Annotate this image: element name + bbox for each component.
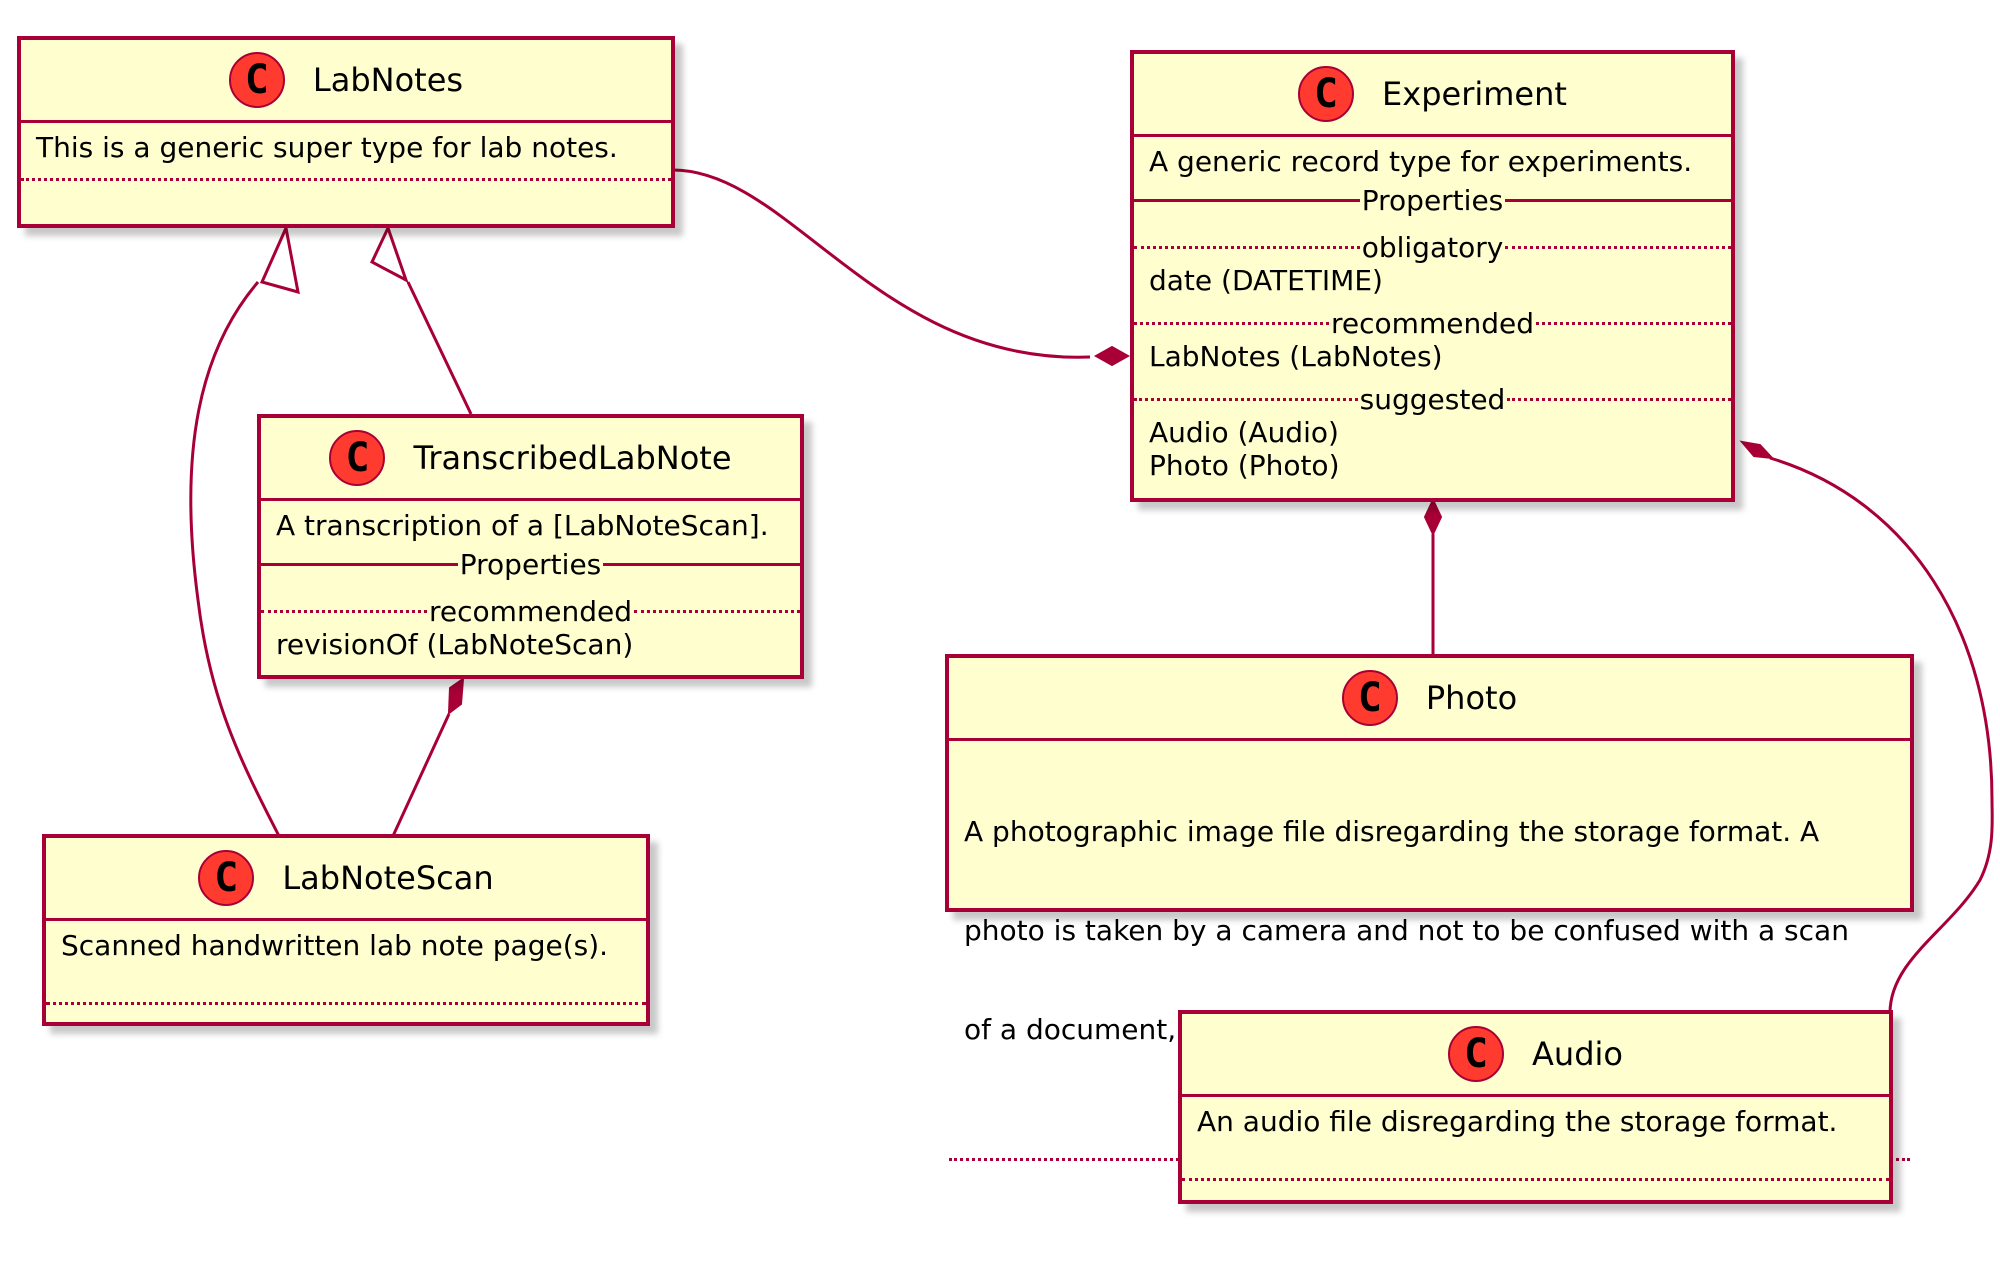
inheritance-arrow-transcribed <box>370 224 409 284</box>
inheritance-arrow-labnotescan <box>259 222 300 295</box>
edge-labnotes-experiment <box>672 168 1091 359</box>
composition-diamond-experiment-labnotes <box>1093 345 1131 367</box>
divider <box>1182 1178 1889 1201</box>
obligatory-separator: obligatory <box>1134 231 1731 264</box>
divider <box>21 178 671 201</box>
class-name: TranscribedLabNote <box>413 439 732 477</box>
class-header: C TranscribedLabNote <box>261 418 800 501</box>
properties-label: Properties <box>1361 184 1504 217</box>
class-description: A photographic image file disregarding t… <box>949 741 1910 1112</box>
class-header: C Photo <box>949 658 1910 741</box>
recommended-separator: recommended <box>261 595 801 628</box>
recommended-label: recommended <box>429 595 632 628</box>
class-experiment[interactable]: C Experiment A generic record type for e… <box>1130 50 1735 502</box>
property-revisionof: revisionOf (LabNoteScan) <box>276 628 634 661</box>
properties-separator: Properties <box>261 548 801 581</box>
class-c-icon: C <box>1341 670 1398 726</box>
composition-diamond-audio <box>1739 440 1775 460</box>
property-audio: Audio (Audio) <box>1149 416 1339 449</box>
class-c-icon: C <box>228 52 285 108</box>
property-photo: Photo (Photo) <box>1149 449 1340 482</box>
edge-transcribed-labnotes <box>406 281 473 415</box>
divider <box>46 1002 646 1025</box>
class-c-icon: C <box>1448 1026 1505 1082</box>
suggested-label: suggested <box>1359 383 1506 416</box>
class-description: A generic record type for experiments. <box>1149 145 1693 178</box>
class-description: Scanned handwritten lab note page(s). <box>61 929 609 962</box>
class-description: An audio file disregarding the storage f… <box>1197 1105 1838 1138</box>
class-audio[interactable]: C Audio An audio file disregarding the s… <box>1178 1010 1893 1204</box>
class-name: Audio <box>1532 1035 1623 1073</box>
recommended-separator: recommended <box>1134 307 1732 340</box>
obligatory-label: obligatory <box>1361 231 1504 264</box>
class-c-icon: C <box>1298 66 1355 122</box>
class-transcribedlabnote[interactable]: C TranscribedLabNote A transcription of … <box>257 414 804 679</box>
class-name: Photo <box>1425 679 1518 717</box>
suggested-separator: suggested <box>1134 383 1731 416</box>
description-line: A photographic image file disregarding t… <box>964 815 1820 848</box>
edge-audio-experiment <box>1769 456 1994 1014</box>
properties-label: Properties <box>459 548 602 581</box>
class-name: LabNoteScan <box>282 859 494 897</box>
edge-labnotescan-transcribed <box>391 713 451 837</box>
property-date: date (DATETIME) <box>1149 264 1383 297</box>
class-description: A transcription of a [LabNoteScan]. <box>276 509 769 542</box>
class-header: C LabNotes <box>21 40 671 123</box>
class-photo[interactable]: C Photo A photographic image file disreg… <box>945 654 1914 1161</box>
class-c-icon: C <box>329 430 386 486</box>
property-labnotes: LabNotes (LabNotes) <box>1149 340 1443 373</box>
composition-diamond-transcribed <box>447 676 465 716</box>
class-name: Experiment <box>1382 75 1567 113</box>
properties-separator: Properties <box>1134 184 1732 217</box>
class-labnotescan[interactable]: C LabNoteScan Scanned handwritten lab no… <box>42 834 650 1026</box>
class-header: C Audio <box>1182 1014 1889 1097</box>
description-line: photo is taken by a camera and not to be… <box>964 914 1849 947</box>
class-header: C Experiment <box>1134 54 1731 137</box>
class-c-icon: C <box>198 850 255 906</box>
edge-labnotescan-labnotes <box>189 281 281 837</box>
class-labnotes[interactable]: C LabNotes This is a generic super type … <box>17 36 675 228</box>
recommended-label: recommended <box>1331 307 1534 340</box>
composition-diamond-photo <box>1423 497 1443 537</box>
class-description: This is a generic super type for lab not… <box>36 131 618 164</box>
class-name: LabNotes <box>312 61 464 99</box>
class-header: C LabNoteScan <box>46 838 646 921</box>
